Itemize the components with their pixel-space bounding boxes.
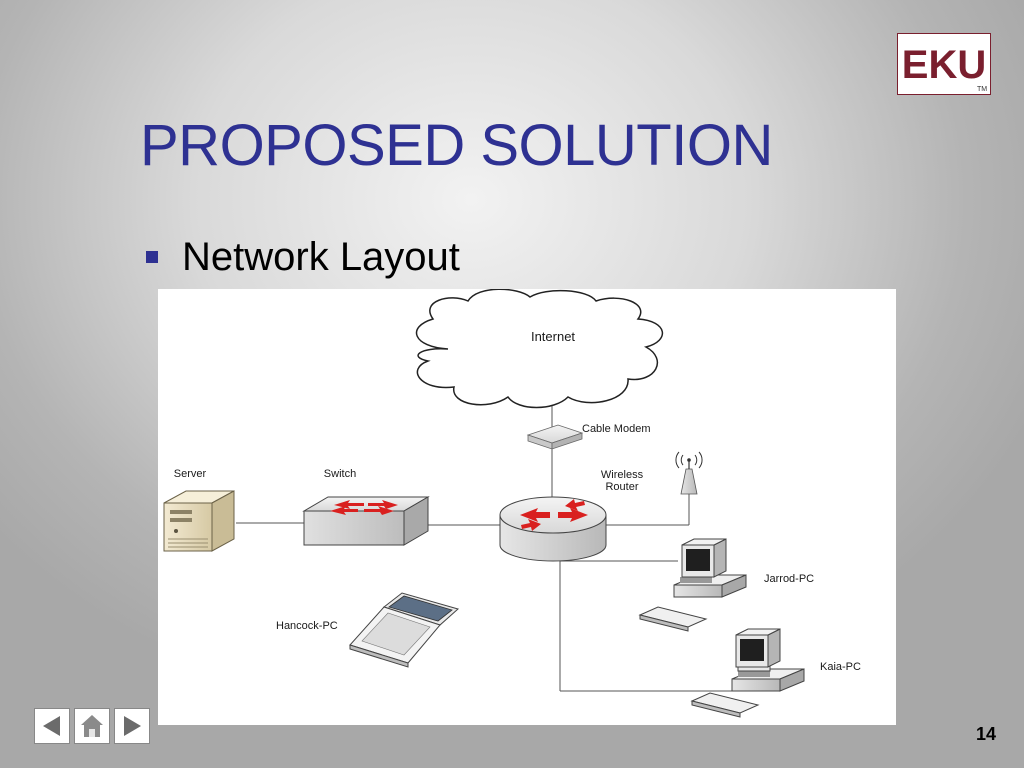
cloud-shape <box>415 289 664 409</box>
kaia-pc-label: Kaia-PC <box>820 661 861 673</box>
server-tower <box>163 490 235 552</box>
slide-navigation <box>34 708 150 744</box>
house-icon <box>81 715 103 737</box>
wireless-router <box>499 496 607 562</box>
wave-left-2 <box>675 451 680 469</box>
jarrod-base-front <box>673 584 723 598</box>
server-power-icon <box>174 529 178 533</box>
switch-arrows-icon <box>330 500 398 515</box>
hancock-pc-laptop <box>349 592 460 668</box>
forward-button[interactable] <box>114 708 150 744</box>
internet-cloud: Internet <box>415 289 664 409</box>
antenna-tip <box>687 458 691 462</box>
slide-title: PROPOSED SOLUTION <box>140 113 773 178</box>
wave-right-2 <box>698 451 703 469</box>
kaia-base-drive <box>738 671 770 677</box>
kaia-base-front <box>731 678 781 692</box>
wireless-router-label-line1: Wireless <box>601 469 644 481</box>
switch-side <box>403 496 429 546</box>
jarrod-screen <box>686 549 710 571</box>
switch-label: Switch <box>324 468 356 480</box>
triangle-right-icon <box>124 716 141 736</box>
server-bay-2 <box>170 518 192 522</box>
page-number: 14 <box>975 724 996 744</box>
home-button[interactable] <box>74 708 110 744</box>
switch-front <box>303 510 405 546</box>
jarrod-pc-computer <box>638 538 747 632</box>
cable-modem-label: Cable Modem <box>582 423 650 435</box>
triangle-left-icon <box>43 716 60 736</box>
server-bay-1 <box>170 510 192 514</box>
kaia-screen <box>740 639 764 661</box>
logo-text: EKU <box>902 43 986 87</box>
jarrod-base-drive <box>680 577 712 583</box>
bullet-square-icon <box>146 251 158 263</box>
hancock-pc-label: Hancock-PC <box>276 620 338 632</box>
bullet-item: Network Layout <box>146 232 460 282</box>
cable-modem: Cable Modem <box>526 423 650 450</box>
router-arrows-icon <box>520 499 588 531</box>
wave-left-1 <box>680 454 684 466</box>
network-diagram: Internet Cable Modem Wireless Router <box>158 289 896 725</box>
internet-label: Internet <box>531 329 575 344</box>
jarrod-pc-label: Jarrod-PC <box>764 573 814 585</box>
wireless-antenna <box>675 451 703 495</box>
connection-lines <box>236 401 738 692</box>
antenna-body <box>680 468 698 495</box>
modem-side <box>551 432 583 450</box>
router-top <box>499 496 607 534</box>
eku-logo: EKU TM <box>897 33 991 95</box>
server-side <box>211 490 235 552</box>
server-label: Server <box>174 468 207 480</box>
laptop-screen <box>388 595 453 622</box>
back-button[interactable] <box>34 708 70 744</box>
wireless-router-label-line2: Router <box>605 481 638 493</box>
logo-trademark: TM <box>977 86 987 93</box>
bullet-text: Network Layout <box>182 234 460 279</box>
kaia-pc-computer <box>690 628 805 718</box>
laptop-keyboard <box>361 612 431 656</box>
network-switch <box>302 496 430 546</box>
wave-right-1 <box>694 454 698 466</box>
